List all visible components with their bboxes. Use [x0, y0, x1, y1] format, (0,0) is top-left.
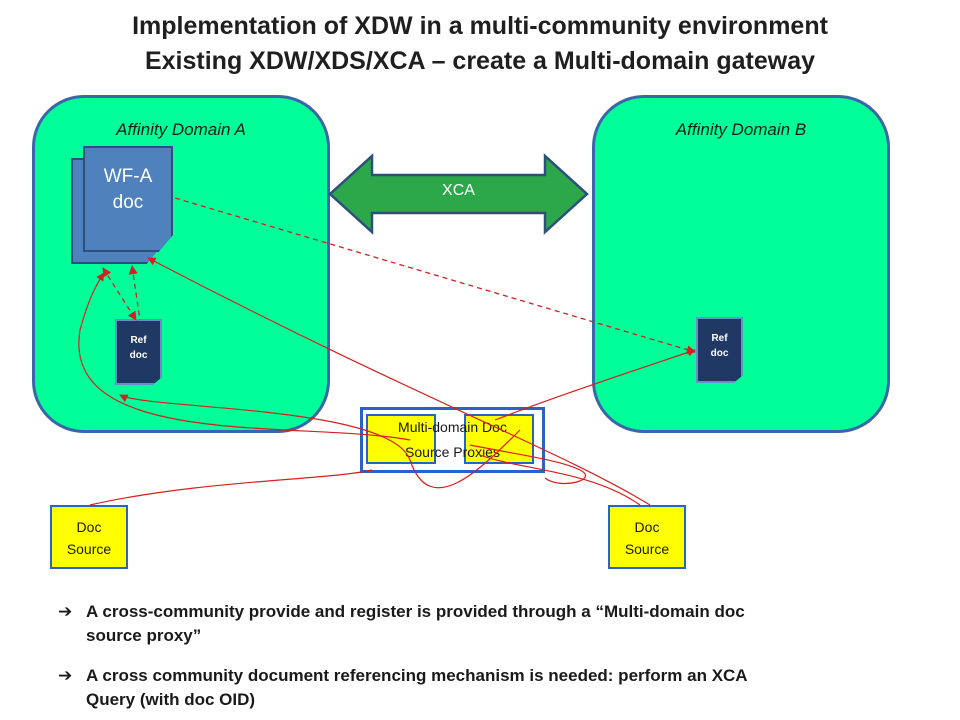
- right-arrow-icon: ➔: [58, 666, 73, 685]
- bullet-1-line-2: source proxy”: [86, 626, 202, 645]
- doc-source-left-line-1: Doc: [76, 519, 102, 535]
- proxy-label-line-1: Multi-domain Doc: [398, 419, 507, 435]
- ref-doc-b-line-1: Ref: [711, 333, 728, 344]
- proxy-label-line-2: Source Proxies: [405, 444, 500, 460]
- title-line-2: Existing XDW/XDS/XCA – create a Multi-do…: [144, 47, 816, 75]
- doc-source-left: Doc Source: [50, 505, 128, 569]
- affinity-domain-b: [592, 95, 890, 433]
- bullet-item-2: ➔ A cross community document referencing…: [58, 664, 938, 712]
- doc-source-right-line-2: Source: [624, 541, 670, 557]
- bullet-item-1: ➔ A cross-community provide and register…: [58, 600, 938, 648]
- multi-domain-proxy-label: Multi-domain Doc Source Proxies: [360, 415, 545, 465]
- bullet-2-line-2: Query (with doc OID): [86, 690, 256, 709]
- affinity-domain-a: [32, 95, 330, 433]
- doc-source-right-line-1: Doc: [634, 519, 660, 535]
- bullet-1-line-1: A cross-community provide and register i…: [86, 602, 745, 621]
- bullet-2-line-1: A cross community document referencing m…: [86, 666, 748, 685]
- right-arrow-icon: ➔: [58, 602, 73, 621]
- affinity-domain-a-label: Affinity Domain A: [116, 120, 246, 139]
- affinity-domain-b-label: Affinity Domain B: [675, 120, 807, 139]
- ref-doc-a-line-1: Ref: [130, 335, 147, 346]
- ref-doc-domain-b: Ref doc: [696, 317, 743, 383]
- ref-doc-a-line-2: doc: [129, 350, 148, 361]
- title-line-1: Implementation of XDW in a multi-communi…: [132, 12, 828, 40]
- ref-doc-b-line-2: doc: [710, 348, 729, 359]
- flow-left-source-to-proxy: [89, 469, 373, 506]
- ref-doc-domain-a: Ref doc: [115, 319, 162, 385]
- wf-doc-line-1: WF-A: [103, 166, 153, 187]
- xca-label: XCA: [442, 182, 475, 199]
- wf-a-document: WF-A doc: [83, 146, 173, 252]
- doc-source-right: Doc Source: [608, 505, 686, 569]
- wf-doc-line-2: doc: [112, 192, 144, 213]
- doc-source-left-line-2: Source: [66, 541, 112, 557]
